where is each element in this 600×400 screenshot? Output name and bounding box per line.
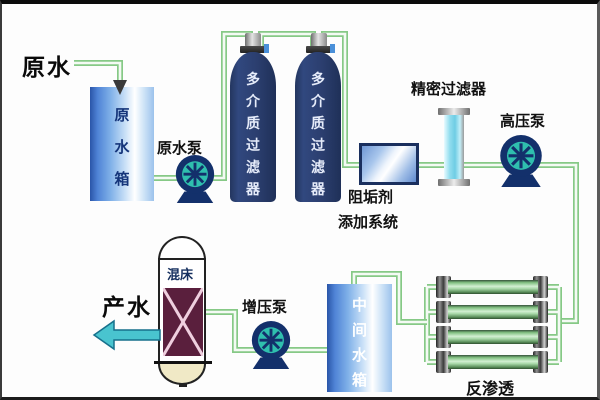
booster-pump-label: 增压泵 xyxy=(242,299,288,316)
intermediate-water-tank: 中间水箱 xyxy=(327,284,392,392)
impeller-hub xyxy=(517,152,525,160)
valve-port xyxy=(330,44,335,53)
ro-membrane-tube xyxy=(448,355,538,369)
vessel-drain-nub xyxy=(179,383,187,387)
antiscalant-label-line1: 阻垢剂 xyxy=(348,189,394,206)
media-filter-1: 多介质过滤器 xyxy=(230,52,276,202)
valve-cylinder xyxy=(311,33,327,47)
valve-flange xyxy=(240,46,266,53)
filter2-top-valve xyxy=(306,33,336,54)
vessel-top-dome xyxy=(158,236,206,260)
product-water-arrow-icon xyxy=(92,319,161,351)
media-filter-label: 多介质过滤器 xyxy=(311,71,325,197)
vessel-resin-section xyxy=(163,288,203,356)
filter-top-flange xyxy=(438,108,470,115)
ro-membrane-tube xyxy=(448,330,538,344)
raw-water-label: 原水 xyxy=(22,54,72,80)
resin-x-pattern xyxy=(163,288,203,356)
antiscalant-label-line2: 添加系统 xyxy=(338,214,399,231)
mixed-bed-vessel: 混床 xyxy=(154,234,212,388)
ro-membrane-tube xyxy=(448,305,538,319)
filter1-top-valve xyxy=(240,33,270,54)
media-filter-2: 多介质过滤器 xyxy=(295,52,341,202)
mixed-bed-label: 混床 xyxy=(167,267,194,282)
precision-filter xyxy=(438,108,470,186)
high-pressure-pump-label: 高压泵 xyxy=(500,113,546,130)
filter-cartridge xyxy=(444,115,464,179)
product-water-label: 产水 xyxy=(102,294,152,320)
pump-base xyxy=(252,357,290,369)
antiscalant-dosing-box xyxy=(359,143,419,185)
pump-base xyxy=(176,191,214,203)
high-pressure-pump xyxy=(500,135,542,187)
valve-flange xyxy=(306,46,332,53)
booster-pump xyxy=(251,321,291,369)
impeller-hub xyxy=(267,336,275,344)
pipe-ro-right-manifold xyxy=(547,284,562,365)
valve-port xyxy=(264,44,269,53)
vessel-flange xyxy=(154,361,212,364)
pipe-raw-water-inlet xyxy=(74,60,123,82)
intermediate-tank-label: 中间水箱 xyxy=(351,297,367,389)
raw-water-tank-label: 原水箱 xyxy=(114,107,130,188)
raw-water-tank: 原水箱 xyxy=(90,87,154,201)
ro-membrane-tube xyxy=(448,280,538,294)
vessel-bottom-dome xyxy=(158,364,206,385)
valve-cylinder xyxy=(245,33,261,47)
filter-bottom-flange xyxy=(438,179,470,186)
impeller-hub xyxy=(191,170,199,178)
raw-water-pump xyxy=(175,155,215,203)
precision-filter-label: 精密过滤器 xyxy=(411,81,487,98)
raw-water-pump-label: 原水泵 xyxy=(157,140,203,157)
reverse-osmosis-label: 反渗透 xyxy=(466,381,515,398)
media-filter-label: 多介质过滤器 xyxy=(246,71,260,197)
